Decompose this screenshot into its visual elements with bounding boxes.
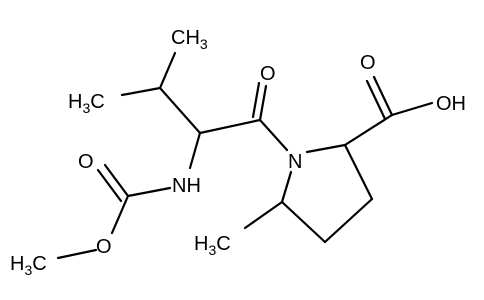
bond-ccooh-oh xyxy=(390,101,434,117)
atom-o-ketone: O xyxy=(260,63,276,85)
bond-ketone-double-2 xyxy=(251,81,261,119)
atom-o-carbamate-double: O xyxy=(78,151,94,173)
bond-calpha-nh xyxy=(188,131,202,170)
bond-c5-n xyxy=(280,170,293,204)
atom-oh-carboxyl: OH xyxy=(436,93,466,115)
bond-cooh-double-1 xyxy=(372,75,394,117)
bond-calpha-ccarbonyl xyxy=(198,118,262,135)
atom-labels: CH3 H3C O O OH O NH N O H3C H3C xyxy=(10,27,466,278)
bond-c4-c5 xyxy=(280,200,327,244)
bond-carbamate-double-2 xyxy=(96,168,123,203)
atom-ch3-top: CH3 xyxy=(171,27,208,52)
bond-ch-calpha xyxy=(158,86,202,135)
bond-ccarbonyl-n xyxy=(258,118,289,152)
atom-h3c-ring: H3C xyxy=(194,233,231,258)
bond-ch-h3c xyxy=(120,86,162,97)
atom-nh: NH xyxy=(172,175,201,197)
bond-c3-c4 xyxy=(323,197,374,244)
bond-nh-ccarbamate xyxy=(126,186,172,198)
atom-n-ring: N xyxy=(288,151,302,173)
bond-ch-ch3top xyxy=(158,51,177,90)
bond-oester-ch3 xyxy=(56,248,98,260)
atom-h3c-methoxy: H3C xyxy=(10,253,47,278)
bond-ketone-double-1 xyxy=(258,84,268,122)
bond-c2-c3 xyxy=(343,143,374,201)
atom-o-carboxyl-double: O xyxy=(360,52,376,74)
bond-cooh-double-2 xyxy=(365,79,387,121)
atom-h3c-left: H3C xyxy=(68,91,105,116)
bond-n-c2 xyxy=(305,143,347,154)
bond-c5-ch3 xyxy=(243,200,284,230)
bond-carbamate-double-1 xyxy=(103,163,130,198)
bonds xyxy=(56,51,434,260)
bond-c2-ccooh xyxy=(343,113,394,147)
atom-o-ester: O xyxy=(96,236,112,258)
bond-ccarbamate-oester xyxy=(110,194,130,235)
